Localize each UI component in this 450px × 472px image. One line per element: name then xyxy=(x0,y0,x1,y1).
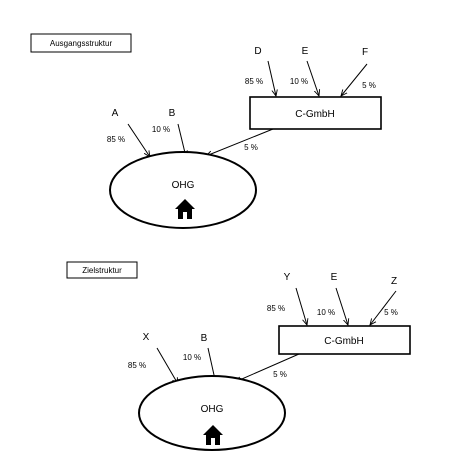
company-owner-share: 85 % xyxy=(267,304,285,313)
house-icon xyxy=(175,199,195,219)
company-owner-name: D xyxy=(254,46,261,57)
company-owner-share: 85 % xyxy=(245,77,263,86)
entity-owner-share: 85 % xyxy=(107,135,125,144)
company-owner-share: 10 % xyxy=(290,77,308,86)
company-owner-name: E xyxy=(331,272,338,283)
ownership-arrow xyxy=(127,123,150,157)
entity-label: OHG xyxy=(201,404,224,415)
entity-owner-share: 10 % xyxy=(152,125,170,134)
company-share-in-entity: 5 % xyxy=(273,370,287,379)
entity-label: OHG xyxy=(172,180,195,191)
ownership-arrow xyxy=(370,290,397,325)
company-owner-name: Z xyxy=(391,276,397,287)
ownership-arrow xyxy=(267,60,276,96)
company-owner-name: Y xyxy=(284,272,291,283)
entity-owner-name: B xyxy=(201,333,208,344)
entity-ellipse xyxy=(138,375,286,451)
company-owner-share: 10 % xyxy=(317,308,335,317)
ownership-arrow xyxy=(295,287,307,325)
section-zielstruktur: Zielstruktur C-GmbH Y 85 % E 10 % Z 5 % … xyxy=(66,261,411,451)
section-title-box xyxy=(66,261,138,279)
entity-owner-share: 85 % xyxy=(128,361,146,370)
entity-ellipse xyxy=(109,151,257,229)
company-owner-share: 5 % xyxy=(384,308,398,317)
section-title: Ausgangsstruktur xyxy=(50,39,113,48)
ownership-arrow xyxy=(335,287,348,325)
ownership-arrow xyxy=(341,63,368,96)
company-owner-name: E xyxy=(302,46,309,57)
house-icon xyxy=(203,425,223,445)
ownership-arrow xyxy=(206,128,274,156)
entity-owner-name: A xyxy=(112,108,119,119)
entity-owner-name: X xyxy=(143,332,150,343)
company-box xyxy=(249,96,382,130)
entity-owner-name: B xyxy=(169,108,176,119)
company-owner-name: F xyxy=(362,47,368,58)
ownership-arrow xyxy=(156,347,178,384)
company-owner-share: 5 % xyxy=(362,81,376,90)
section-ausgangsstruktur: Ausgangsstruktur C-GmbH D 85 % E 10 % F … xyxy=(30,33,382,229)
entity-owner-share: 10 % xyxy=(183,353,201,362)
company-label: C-GmbH xyxy=(324,336,363,347)
section-title-box xyxy=(30,33,132,53)
ownership-arrow xyxy=(306,60,319,96)
company-share-in-entity: 5 % xyxy=(244,143,258,152)
ownership-arrow xyxy=(235,353,300,382)
company-label: C-GmbH xyxy=(295,109,334,120)
section-title: Zielstruktur xyxy=(82,266,122,275)
